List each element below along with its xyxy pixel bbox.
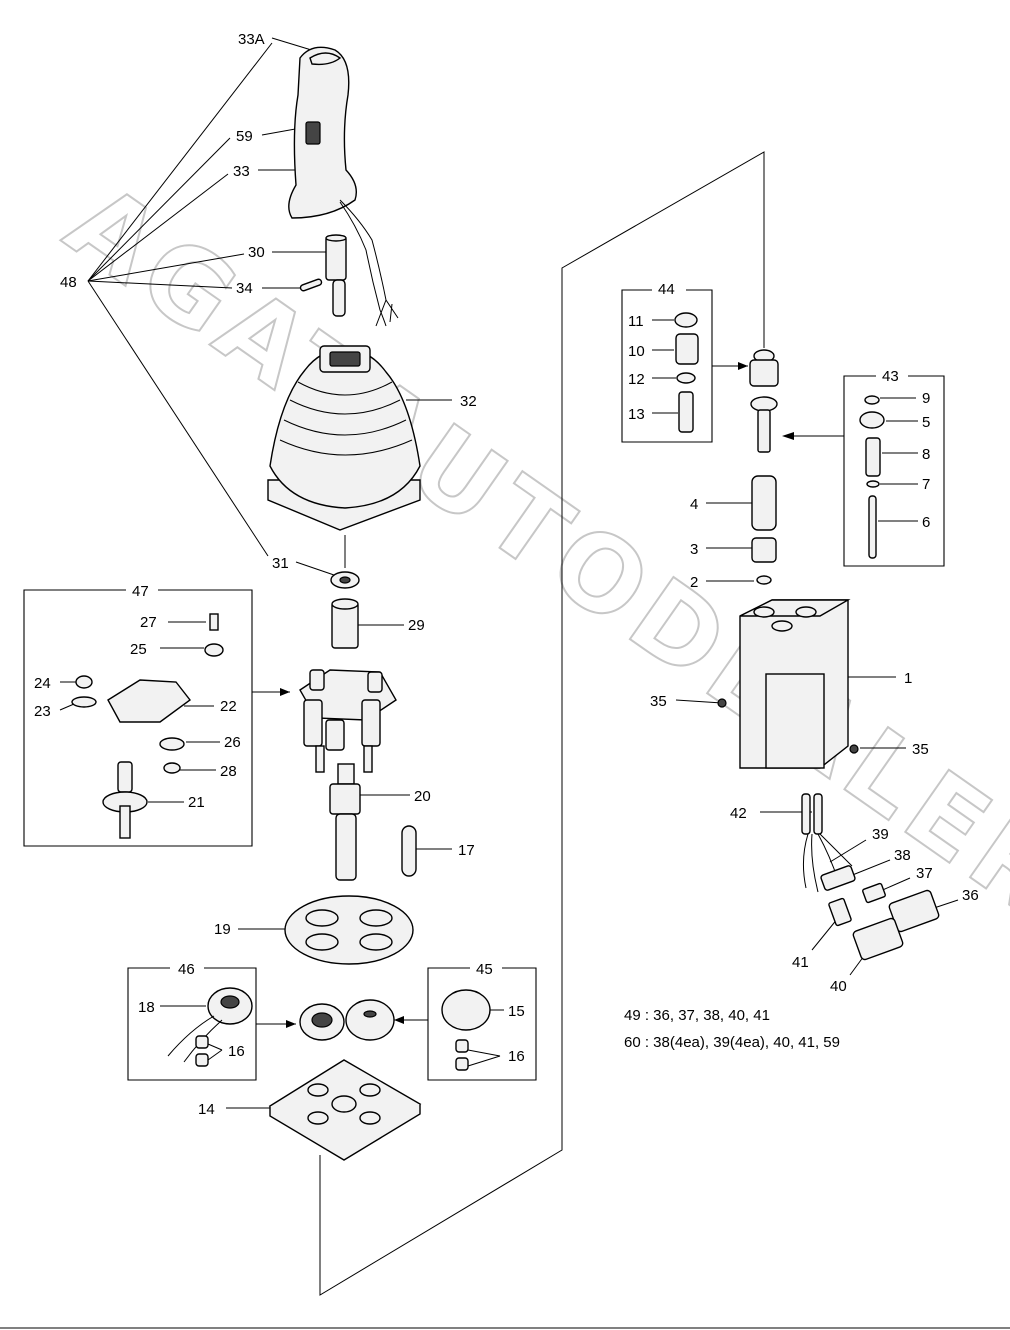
label-36: 36 xyxy=(962,887,979,904)
label-29: 29 xyxy=(408,617,425,634)
group-box-46 xyxy=(127,967,296,1081)
part-19-disc xyxy=(284,895,414,965)
label-43: 43 xyxy=(882,368,899,385)
part-30-adapter xyxy=(325,234,347,317)
label-35-left: 35 xyxy=(650,693,667,710)
label-40: 40 xyxy=(830,978,847,995)
group-box-44 xyxy=(621,289,748,443)
label-30: 30 xyxy=(248,244,265,261)
label-25: 25 xyxy=(130,641,147,658)
label-16-left: 16 xyxy=(228,1043,245,1060)
label-10: 10 xyxy=(628,343,645,360)
center-seals xyxy=(299,999,395,1041)
label-5: 5 xyxy=(922,414,930,431)
label-14: 14 xyxy=(198,1101,215,1118)
label-37: 37 xyxy=(916,865,933,882)
valve-stack xyxy=(749,349,779,585)
label-15: 15 xyxy=(508,1003,525,1020)
label-22: 22 xyxy=(220,698,237,715)
part-labels: 33A 59 33 30 34 48 32 31 29 47 27 25 24 … xyxy=(34,31,979,1118)
part-1-valve-body xyxy=(717,599,859,769)
part-29-sleeve xyxy=(331,598,359,649)
wire-harness xyxy=(801,793,940,961)
label-7: 7 xyxy=(922,476,930,493)
group-box-43 xyxy=(782,375,945,567)
group-box-47 xyxy=(23,589,290,847)
label-6: 6 xyxy=(922,514,930,531)
leader-lines xyxy=(87,37,959,1296)
group-box-45 xyxy=(207,967,537,1081)
label-31: 31 xyxy=(272,555,289,572)
label-20: 20 xyxy=(414,788,431,805)
label-18: 18 xyxy=(138,999,155,1016)
label-33A: 33A xyxy=(238,31,265,48)
label-32: 32 xyxy=(460,393,477,410)
label-47: 47 xyxy=(132,583,149,600)
label-46: 46 xyxy=(178,961,195,978)
label-48: 48 xyxy=(60,274,77,291)
part-32-boot xyxy=(267,345,421,531)
part-17-pin xyxy=(401,825,417,877)
label-27: 27 xyxy=(140,614,157,631)
label-13: 13 xyxy=(628,406,645,423)
label-17: 17 xyxy=(458,842,475,859)
label-12: 12 xyxy=(628,371,645,388)
label-8: 8 xyxy=(922,446,930,463)
label-38: 38 xyxy=(894,847,911,864)
label-21: 21 xyxy=(188,794,205,811)
joystick-grip xyxy=(288,46,399,327)
label-9: 9 xyxy=(922,390,930,407)
label-24: 24 xyxy=(34,675,51,692)
label-3: 3 xyxy=(690,541,698,558)
label-11: 11 xyxy=(628,313,644,330)
part-34-pin xyxy=(299,278,323,292)
label-59: 59 xyxy=(236,128,253,145)
label-19: 19 xyxy=(214,921,231,938)
kit-note-60: 60 : 38(4ea), 39(4ea), 40, 41, 59 xyxy=(624,1034,840,1051)
label-33: 33 xyxy=(233,163,250,180)
label-41: 41 xyxy=(792,954,809,971)
label-35-right: 35 xyxy=(912,741,929,758)
label-34: 34 xyxy=(236,280,253,297)
plate-assembly-47-installed xyxy=(299,669,397,773)
label-4: 4 xyxy=(690,496,698,513)
label-1: 1 xyxy=(904,670,912,687)
part-31-nut xyxy=(330,571,360,589)
part-14-base-plate xyxy=(268,1059,422,1161)
kit-note-49: 49 : 36, 37, 38, 40, 41 xyxy=(624,1007,770,1024)
label-42: 42 xyxy=(730,805,747,822)
label-2: 2 xyxy=(690,574,698,591)
part-20-shaft xyxy=(329,763,361,881)
label-28: 28 xyxy=(220,763,237,780)
label-44: 44 xyxy=(658,281,675,298)
label-26: 26 xyxy=(224,734,241,751)
label-16-right: 16 xyxy=(508,1048,525,1065)
label-45: 45 xyxy=(476,961,493,978)
label-23: 23 xyxy=(34,703,51,720)
label-39: 39 xyxy=(872,826,889,843)
